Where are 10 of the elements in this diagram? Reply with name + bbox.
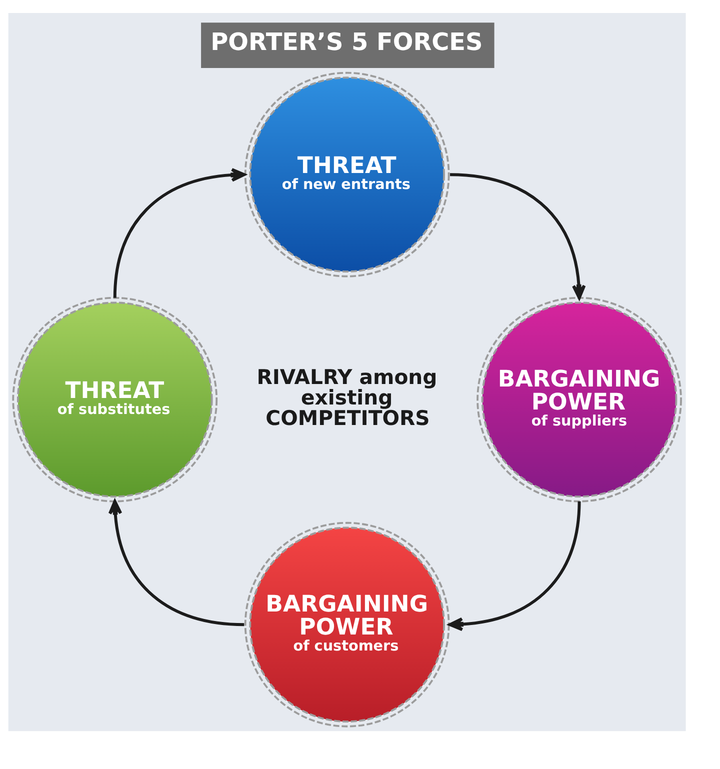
arrow (108, 499, 244, 626)
node-circle: THREAT of substitutes (12, 296, 218, 502)
arrow (450, 172, 586, 299)
node-circle: BARGAINING POWER of suppliers (476, 296, 682, 502)
arrow (448, 500, 581, 631)
label: RIVALRY among existing COMPETITORS (256, 364, 438, 430)
arrow (113, 168, 246, 298)
node-circle: THREAT of new entrants (244, 71, 450, 277)
diagram-title: PORTER’S 5 FORCES (210, 28, 483, 56)
node-circle: BARGAINING POWER of customers (244, 521, 450, 727)
